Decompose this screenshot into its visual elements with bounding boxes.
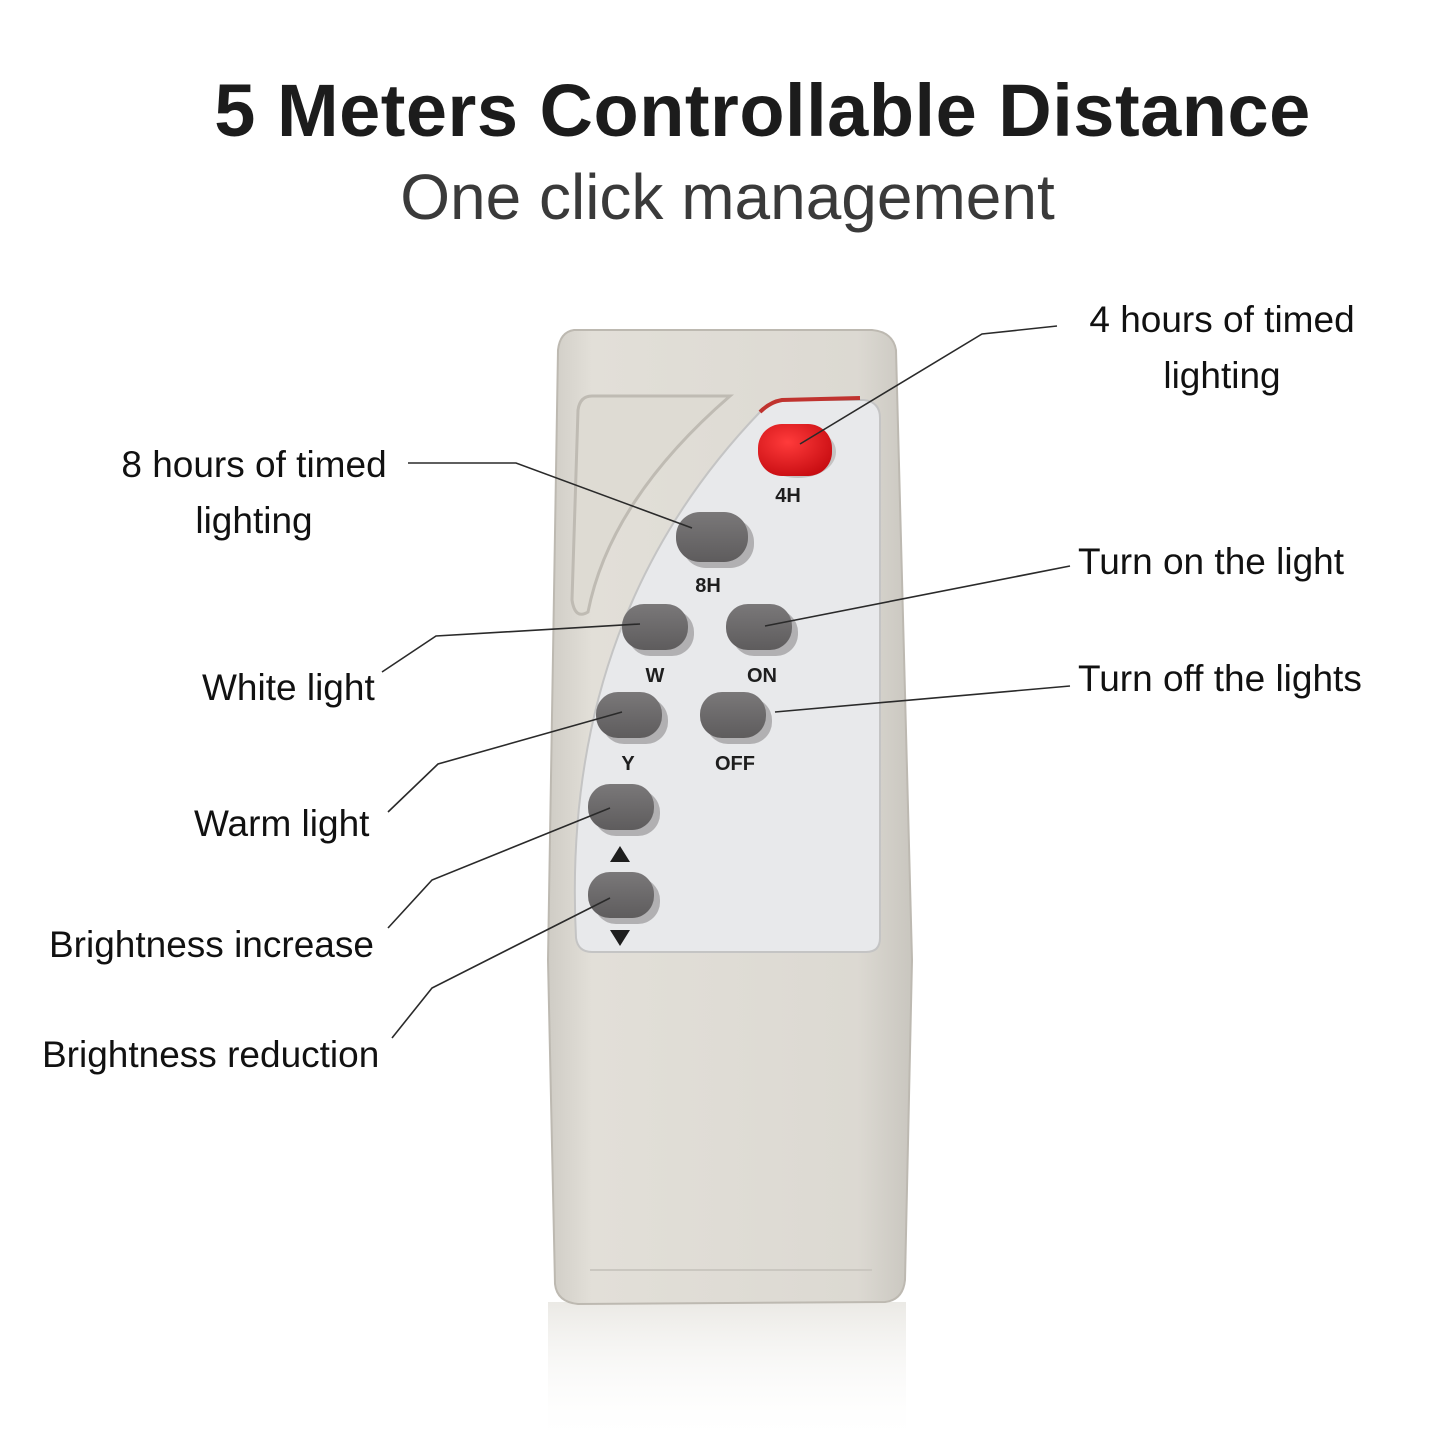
label-on: ON — [747, 665, 777, 687]
label-4h: 4H — [775, 485, 801, 507]
floor-reflection — [548, 1302, 906, 1445]
callout-warm-light: Warm light — [194, 803, 370, 844]
button-4h[interactable] — [758, 424, 836, 478]
leader-lines — [381, 325, 1071, 1039]
callout-8-hours: 8 hours of timed lighting — [121, 444, 387, 541]
label-y: Y — [621, 753, 635, 775]
callout-white-light: White light — [202, 667, 375, 708]
label-off: OFF — [715, 753, 755, 775]
arrow-up-icon — [610, 846, 630, 862]
callout-brightness-increase: Brightness increase — [49, 924, 374, 965]
callout-turn-on: Turn on the light — [1078, 541, 1345, 582]
arrow-down-icon — [610, 930, 630, 946]
page-subtitle: One click management — [400, 161, 1055, 233]
callout-4-hours: 4 hours of timed lighting — [1089, 299, 1355, 396]
label-w: W — [646, 665, 665, 687]
callout-brightness-reduction: Brightness reduction — [42, 1034, 380, 1075]
label-8h: 8H — [695, 575, 721, 597]
button-off[interactable] — [700, 692, 772, 744]
button-8h[interactable] — [676, 512, 754, 568]
button-on[interactable] — [726, 604, 798, 656]
button-brightness-up[interactable] — [588, 784, 660, 836]
button-white[interactable] — [622, 604, 694, 656]
remote-top-wedge — [570, 394, 735, 616]
button-brightness-down[interactable] — [588, 872, 660, 924]
callout-turn-off: Turn off the lights — [1078, 658, 1362, 699]
button-yellow[interactable] — [596, 692, 668, 744]
page-title: 5 Meters Controllable Distance — [214, 69, 1311, 152]
